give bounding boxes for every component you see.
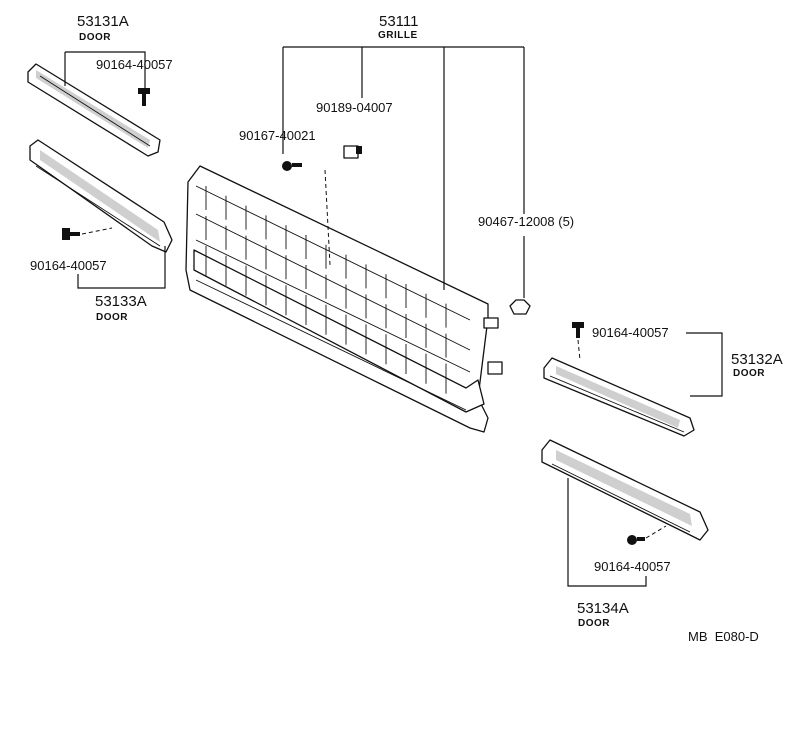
screw-icon bbox=[627, 535, 645, 545]
clip-icon bbox=[343, 145, 362, 159]
label-53131a-name: DOOR bbox=[79, 32, 111, 43]
label-90164-40057-ur: 90164-40057 bbox=[592, 325, 669, 340]
label-53111: 53111 bbox=[379, 13, 419, 30]
diagram-code: MB E080-D bbox=[688, 629, 759, 644]
screw-icon bbox=[282, 161, 302, 171]
label-53134a: 53134A bbox=[577, 600, 629, 617]
label-53131a: 53131A bbox=[77, 13, 129, 30]
label-grille: GRILLE bbox=[378, 30, 418, 41]
label-53133a: 53133A bbox=[95, 293, 147, 310]
label-53134a-name: DOOR bbox=[578, 618, 610, 629]
screw-icon bbox=[62, 228, 80, 240]
label-90164-40057-lr: 90164-40057 bbox=[594, 559, 671, 574]
door-lower-right-part bbox=[541, 439, 709, 541]
nut-icon bbox=[509, 299, 531, 315]
label-90467-12008: 90467-12008 (5) bbox=[478, 214, 574, 229]
door-lower-left-part bbox=[29, 139, 173, 253]
grille-part bbox=[185, 165, 503, 433]
door-upper-left-part bbox=[27, 63, 161, 157]
label-53133a-name: DOOR bbox=[96, 312, 128, 323]
label-53132a: 53132A bbox=[731, 351, 783, 368]
label-90189-04007: 90189-04007 bbox=[316, 100, 393, 115]
label-90164-40057-ll: 90164-40057 bbox=[30, 258, 107, 273]
door-upper-right-part bbox=[543, 357, 695, 437]
label-90167-40021: 90167-40021 bbox=[239, 128, 316, 143]
label-53132a-name: DOOR bbox=[733, 368, 765, 379]
screw-icon bbox=[138, 88, 150, 106]
label-90164-40057-ul: 90164-40057 bbox=[96, 57, 173, 72]
screw-icon bbox=[572, 322, 584, 338]
